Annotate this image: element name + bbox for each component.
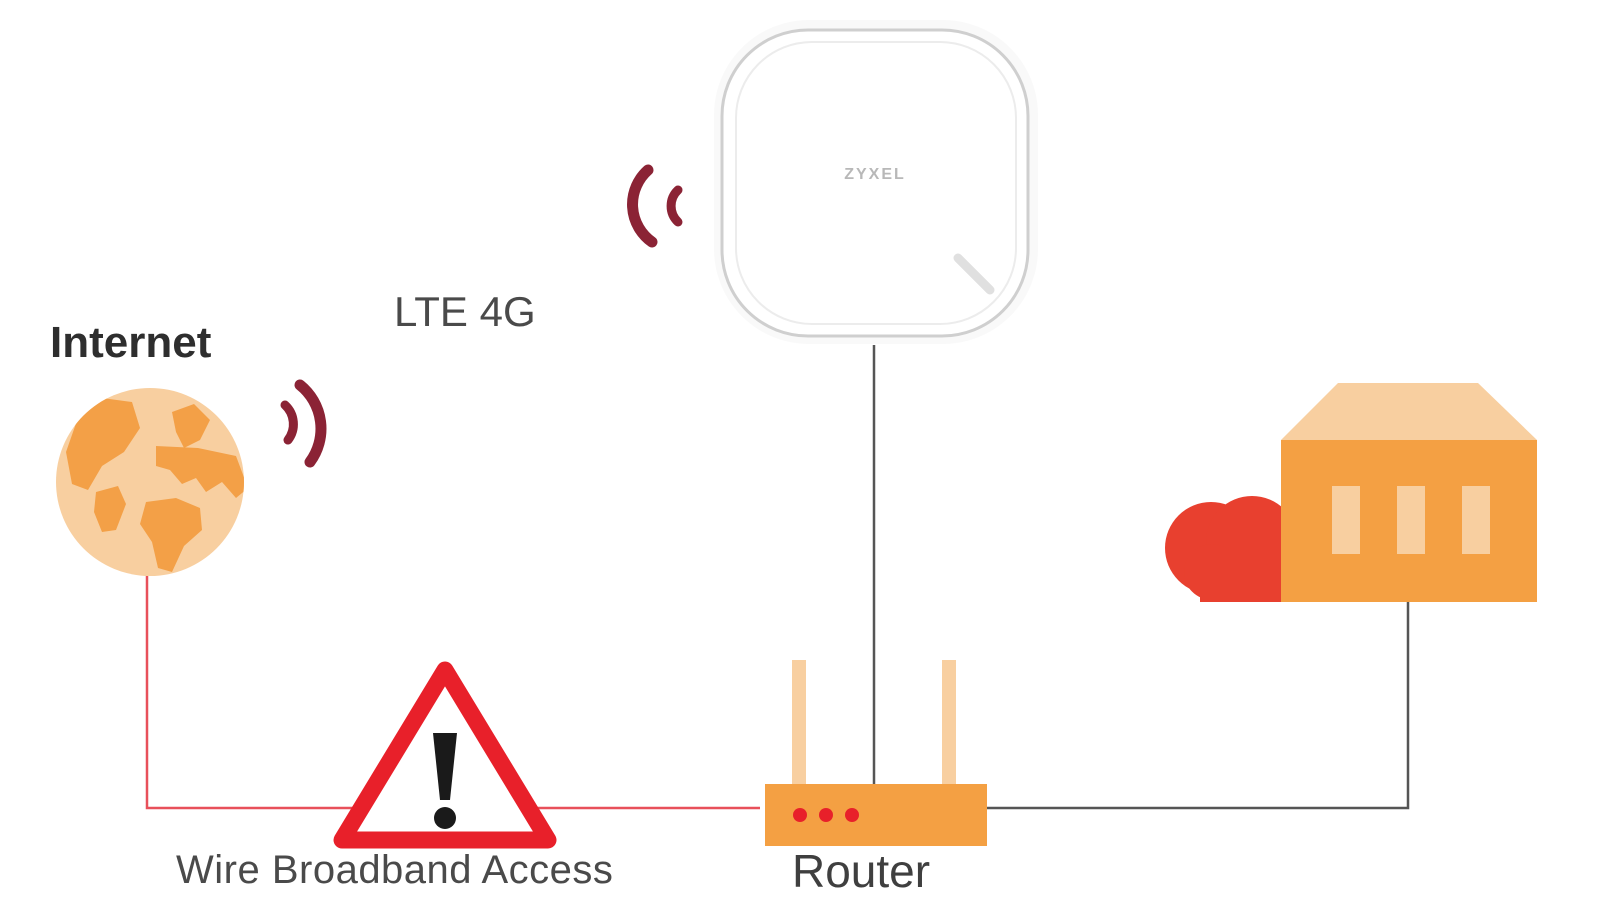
- connections: [145, 345, 1410, 810]
- router-label: Router: [792, 845, 931, 897]
- wire-internet-to-router: [145, 575, 760, 810]
- wire-broadband-label: Wire Broadband Access: [176, 848, 614, 892]
- lte-device-icon: [714, 20, 1038, 344]
- building-icon: [1281, 383, 1537, 602]
- cloud-icon: [1165, 496, 1300, 602]
- zyxel-brand-label: ZYXEL: [844, 166, 906, 183]
- signal-waves-lte: [627, 164, 683, 248]
- lte-label: LTE 4G: [394, 288, 536, 335]
- globe-icon: [56, 388, 244, 576]
- internet-label: Internet: [50, 318, 212, 367]
- wire-router-to-building: [985, 595, 1410, 810]
- signal-waves-internet: [280, 379, 327, 468]
- warning-icon: [333, 661, 557, 849]
- router-icon: [765, 660, 987, 846]
